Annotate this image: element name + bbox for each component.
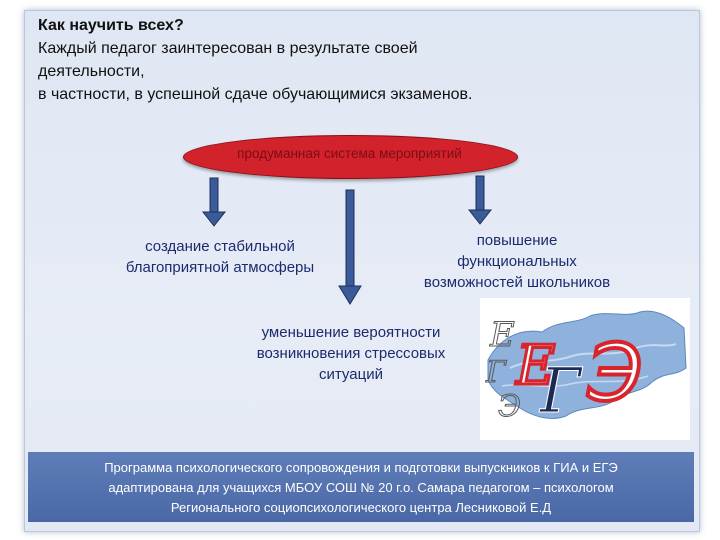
arrow-left [201, 177, 227, 227]
heading-line-3: в частности, в успешной сдаче обучающими… [38, 86, 473, 103]
logo-secondary-letter-1: Е [489, 315, 515, 355]
heading-line-1: Каждый педагог заинтересован в результат… [38, 40, 418, 57]
middle-outcome-line-3: ситуаций [319, 366, 383, 383]
heading-block: Как научить всех? Каждый педагог заинтер… [38, 14, 678, 106]
right-outcome-line-3: возможностей школьников [423, 274, 611, 291]
logo-letter-g: Г [539, 354, 583, 427]
content-frame [24, 10, 700, 532]
middle-outcome-line-1: уменьшение вероятности [261, 324, 441, 341]
middle-outcome-line-2: возникновения стрессовых [256, 345, 446, 362]
logo-letter-e: Е [515, 334, 555, 397]
footer-line-2: адаптирована для учащихся МБОУ СОШ № 20 … [108, 480, 614, 495]
left-outcome-line-1: создание стабильной [145, 238, 295, 255]
arrow-right [467, 175, 493, 225]
arrow-middle [338, 189, 362, 305]
left-outcome-line-2: благоприятной атмосферы [125, 259, 315, 276]
logo-secondary-letter-2: Г [485, 355, 507, 390]
footer-line-3: Регионального социопсихологического цент… [170, 500, 552, 515]
logo-secondary-letter-3: Э [498, 389, 521, 424]
center-ellipse [183, 135, 518, 179]
ege-logo-image: Е Г Э Е Г Э [480, 298, 690, 440]
map-shape [487, 310, 687, 419]
center-label: продуманная система мероприятий [237, 146, 462, 161]
heading-title: Как научить всех? [38, 17, 184, 34]
footer-line-1: Программа психологического сопровождения… [104, 460, 618, 475]
logo-letter-eh: Э [587, 329, 642, 419]
right-outcome-line-2: функциональных [457, 253, 577, 270]
heading-line-2: деятельности, [38, 63, 145, 80]
ege-map-icon: Е Г Э Е Г Э [485, 310, 687, 428]
right-outcome: повышение функциональных возможностей шк… [402, 230, 632, 293]
footer-banner: Программа психологического сопровождения… [28, 452, 694, 522]
right-outcome-line-1: повышение [476, 232, 558, 249]
left-outcome: создание стабильной благоприятной атмосф… [100, 236, 340, 278]
middle-outcome: уменьшение вероятности возникновения стр… [232, 322, 470, 385]
map-region-lines [509, 343, 677, 369]
